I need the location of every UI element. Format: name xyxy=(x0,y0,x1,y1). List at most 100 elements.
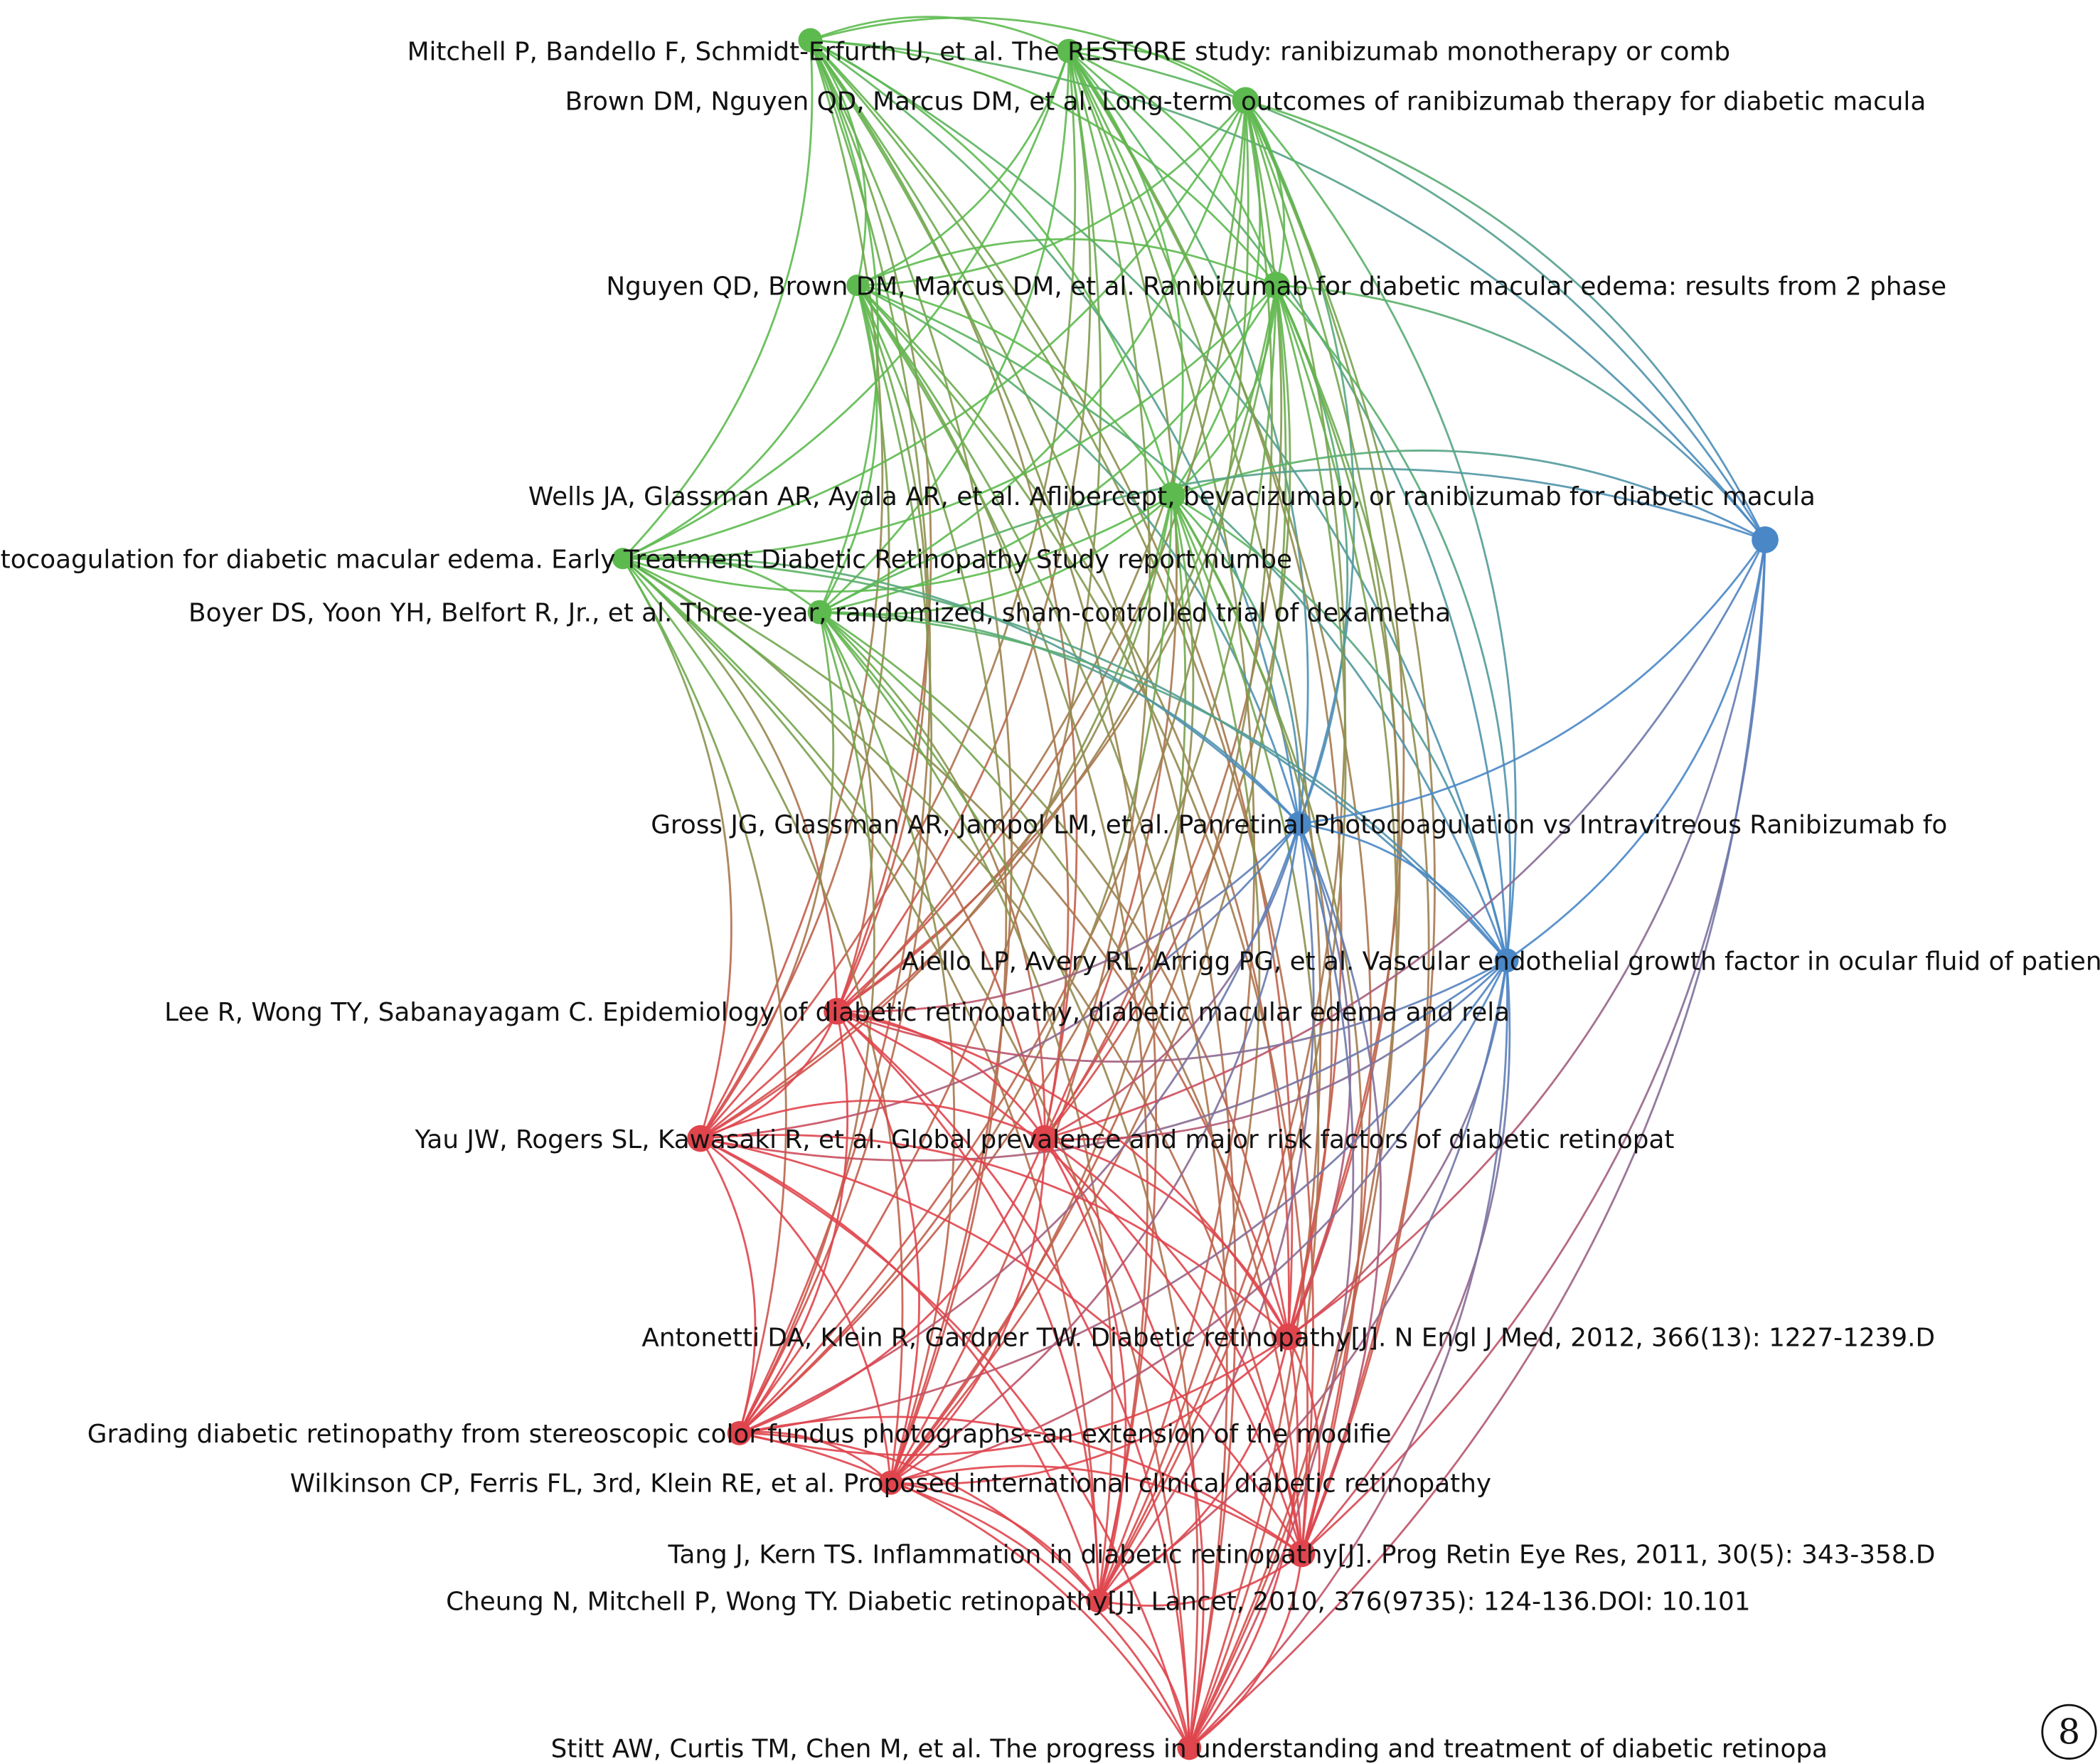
link-edge xyxy=(699,1137,757,1434)
link-edge xyxy=(1097,1337,1290,1602)
link-edge xyxy=(1298,823,1382,1554)
node-red[interactable] xyxy=(878,1470,903,1495)
link-edge xyxy=(809,16,1070,52)
node-blue[interactable] xyxy=(1752,526,1779,553)
link-edge xyxy=(1043,51,1178,1139)
node-green[interactable] xyxy=(612,548,634,570)
node-label[interactable]: Grading diabetic retinopathy from stereo… xyxy=(87,1420,1392,1449)
node-blue[interactable] xyxy=(1286,812,1311,836)
node-green[interactable] xyxy=(846,275,868,297)
link-edge xyxy=(1287,539,1766,1338)
link-edge xyxy=(622,558,838,1011)
link-edge xyxy=(1043,1137,1127,1601)
link-edge xyxy=(1299,539,1766,825)
link-edge xyxy=(1043,1137,1205,1748)
link-edge xyxy=(1188,823,1355,1749)
link-edge xyxy=(622,558,732,1139)
node-green[interactable] xyxy=(1262,272,1290,299)
link-edge xyxy=(856,284,1508,961)
node-red[interactable] xyxy=(824,997,851,1025)
node-label[interactable]: Photocoagulation for diabetic macular ed… xyxy=(0,545,1292,574)
node-label[interactable]: Mitchell P, Bandello F, Schmidt-Erfurth … xyxy=(407,38,1731,67)
link-edge xyxy=(738,285,1278,1434)
link-edge xyxy=(1044,823,1301,1139)
node-label[interactable]: Nguyen QD, Brown DM, Marcus DM, et al. R… xyxy=(606,272,1946,301)
link-edge xyxy=(836,1010,1046,1139)
node-label[interactable]: Yau JW, Rogers SL, Kawasaki R, et al. Gl… xyxy=(415,1125,1675,1154)
link-edge xyxy=(836,495,1173,1012)
link-edge xyxy=(1171,285,1278,496)
node-label[interactable]: Boyer DS, Yoon YH, Belfort R, Jr., et al… xyxy=(188,599,1451,628)
node-red[interactable] xyxy=(1031,1125,1058,1152)
link-edge xyxy=(622,100,1247,560)
node-green[interactable] xyxy=(1158,482,1185,509)
node-label[interactable]: Lee R, Wong TY, Sabanayagam C. Epidemiol… xyxy=(164,998,1510,1027)
link-edge xyxy=(1505,539,1766,962)
link-edge xyxy=(1244,100,1286,286)
node-label[interactable]: Aiello LP, Avery RL, Arrigg PG, et al. V… xyxy=(902,947,2100,976)
link-edge xyxy=(819,611,1199,1748)
link-edge xyxy=(810,16,1247,102)
link-edge xyxy=(1067,50,1184,496)
link-edge xyxy=(622,558,1099,1601)
node-red[interactable] xyxy=(727,1420,752,1445)
link-edge xyxy=(836,285,1278,1012)
link-edge xyxy=(622,557,1508,962)
link-edge xyxy=(700,823,1300,1140)
node-label[interactable]: Antonetti DA, Klein R, Gardner TW. Diabe… xyxy=(641,1323,1935,1352)
link-edge xyxy=(856,285,1008,1484)
link-edge xyxy=(700,1137,1303,1555)
link-edge xyxy=(738,100,1249,1434)
link-edge xyxy=(622,557,1290,1337)
link-edge xyxy=(738,51,1102,1434)
node-green[interactable] xyxy=(1056,38,1081,63)
node-red[interactable] xyxy=(1288,1540,1316,1568)
node-label[interactable]: Wells JA, Glassman AR, Ayala AR, et al. … xyxy=(528,482,1816,511)
node-red[interactable] xyxy=(1177,1736,1202,1760)
node-label[interactable]: Gross JG, Glassman AR, Jampol LM, et al.… xyxy=(651,810,1947,839)
link-edge xyxy=(809,39,879,613)
node-label[interactable]: Stitt AW, Curtis TM, Chen M, et al. The … xyxy=(551,1735,1828,1764)
link-edge xyxy=(738,285,933,1434)
figure-number-badge: 8 xyxy=(2041,1704,2097,1760)
link-edge xyxy=(700,1100,1045,1139)
link-edge xyxy=(699,51,1077,1139)
link-edge xyxy=(1171,494,1508,961)
node-label[interactable]: Brown DM, Nguyen QD, Marcus DM, et al. L… xyxy=(565,87,1926,116)
link-edge xyxy=(819,285,878,613)
link-edge xyxy=(809,39,1013,1484)
link-edge xyxy=(819,611,1290,1337)
link-edge xyxy=(819,611,1508,962)
node-green[interactable] xyxy=(798,28,823,53)
link-edge xyxy=(739,960,1508,1435)
edges-layer xyxy=(622,16,1766,1749)
link-edge xyxy=(1044,1137,1289,1337)
link-edge xyxy=(622,285,858,560)
link-edge xyxy=(700,285,1278,1139)
link-edge xyxy=(890,1482,1099,1602)
node-label[interactable]: Tang J, Kern TS. Inflammation in diabeti… xyxy=(668,1541,1936,1570)
node-label[interactable]: Wilkinson CP, Ferris FL, 3rd, Klein RE, … xyxy=(290,1470,1491,1499)
link-edge xyxy=(857,100,1247,287)
link-edge xyxy=(1098,1553,1303,1607)
node-label[interactable]: Cheung N, Mitchell P, Wong TY. Diabetic … xyxy=(446,1587,1750,1616)
node-red[interactable] xyxy=(1274,1323,1302,1351)
link-edge xyxy=(622,40,814,560)
link-edge xyxy=(739,1415,1303,1555)
link-edge xyxy=(1097,1600,1190,1748)
node-green[interactable] xyxy=(1232,87,1259,115)
link-edge xyxy=(1068,47,1247,102)
link-edge xyxy=(1068,50,1766,541)
link-edge xyxy=(819,467,1766,613)
node-red[interactable] xyxy=(1086,1588,1111,1613)
node-green[interactable] xyxy=(807,600,832,625)
link-edge xyxy=(1188,1553,1303,1749)
link-edge xyxy=(819,611,1300,825)
link-edge xyxy=(1171,100,1262,496)
link-edge xyxy=(622,558,1190,1748)
node-blue[interactable] xyxy=(1494,948,1519,973)
node-red[interactable] xyxy=(687,1125,714,1152)
figure-number: 8 xyxy=(2058,1712,2080,1753)
link-edge xyxy=(1171,495,1363,1554)
link-edge xyxy=(856,238,1277,287)
